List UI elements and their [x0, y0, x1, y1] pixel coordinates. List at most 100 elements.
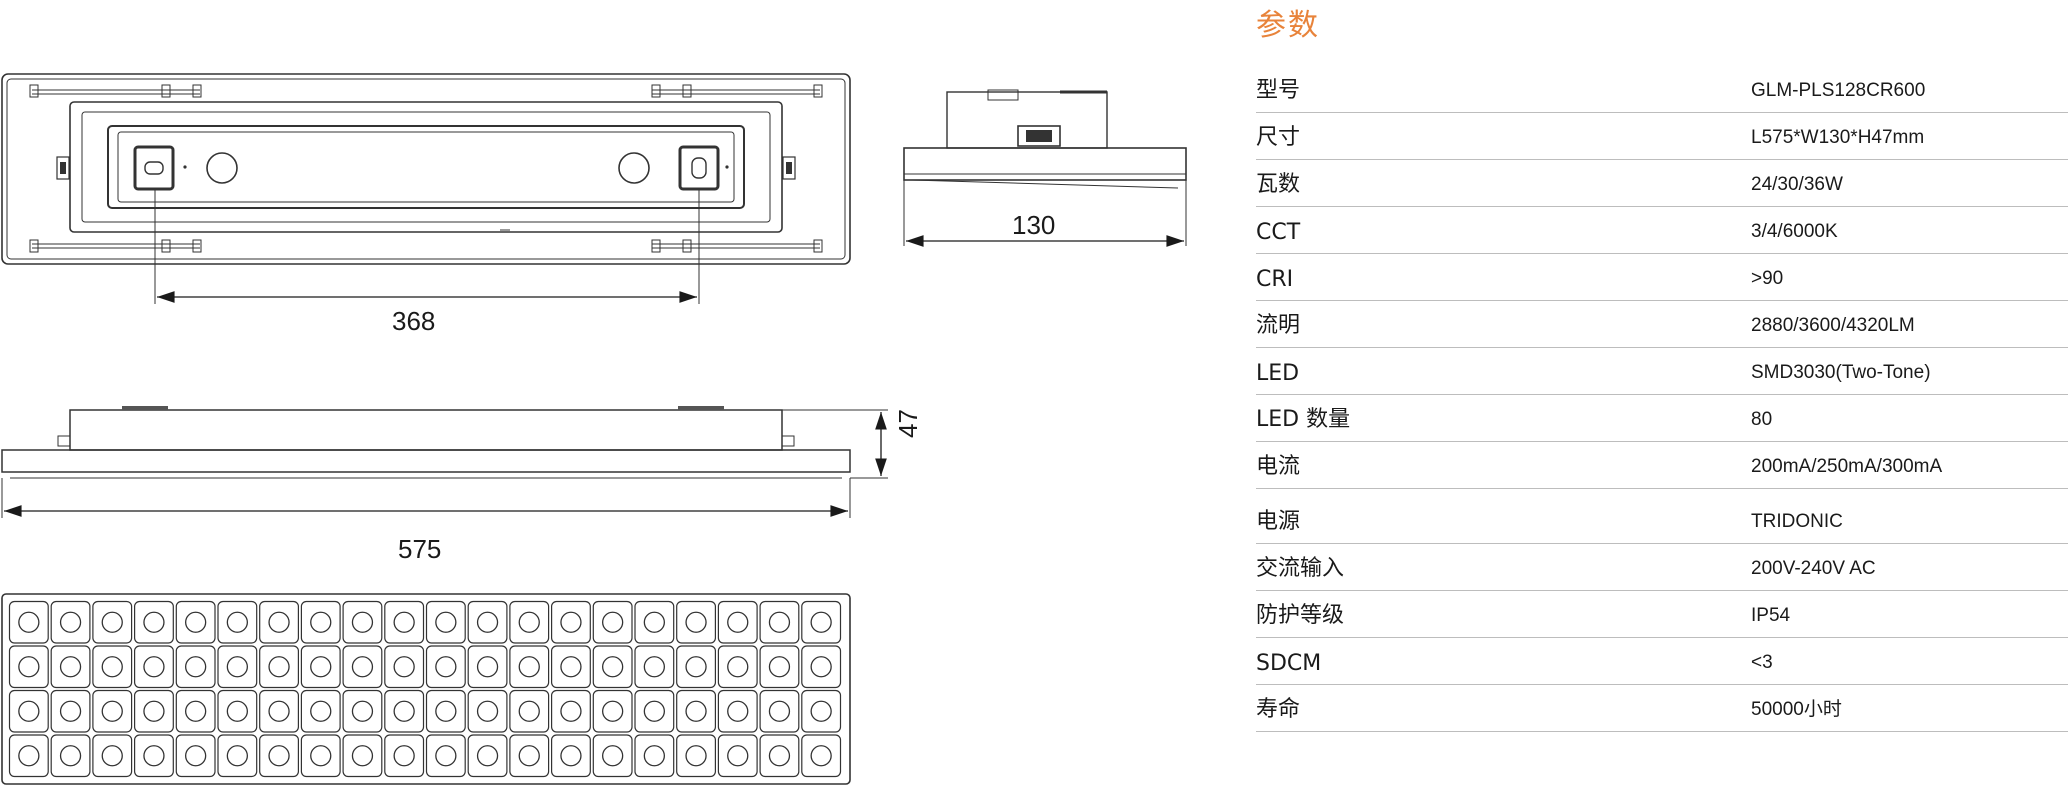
spec-label: 流明	[1256, 313, 1301, 338]
led-cell	[717, 689, 758, 733]
led-lens	[18, 700, 40, 722]
led-lens	[393, 700, 415, 722]
led-cell	[384, 645, 425, 689]
led-cell	[217, 734, 258, 778]
dim-label-spacing: 368	[392, 306, 436, 336]
led-lens	[643, 611, 665, 633]
led-cell	[759, 734, 800, 778]
spec-value: 50000小时	[1751, 699, 1842, 720]
led-lens	[810, 700, 832, 722]
led-cell	[801, 734, 842, 778]
led-lens	[18, 656, 40, 678]
led-lens	[18, 745, 40, 767]
led-lens	[435, 700, 457, 722]
led-cell	[300, 600, 341, 644]
led-lens	[143, 745, 165, 767]
led-lens	[226, 611, 249, 633]
led-lens	[393, 656, 415, 678]
led-lens	[602, 745, 624, 767]
spec-label: 电流	[1256, 454, 1301, 479]
led-lens	[476, 700, 499, 722]
led-cell	[676, 689, 717, 733]
led-cell	[8, 645, 49, 689]
led-lens	[184, 656, 207, 678]
led-lens	[310, 745, 332, 767]
led-cell	[425, 645, 466, 689]
led-lens	[560, 611, 582, 633]
led-cell	[592, 689, 633, 733]
led-lens	[560, 656, 582, 678]
led-lens	[226, 745, 249, 767]
led-lens	[768, 700, 791, 722]
led-cell	[550, 689, 591, 733]
led-bottom-view	[1, 593, 851, 785]
led-cell	[134, 600, 174, 644]
dim-label-height: 47	[893, 409, 923, 438]
led-lens	[393, 611, 415, 633]
led-cell	[634, 734, 675, 778]
led-lens	[685, 700, 707, 722]
led-lens	[685, 745, 707, 767]
spec-label: 寿命	[1256, 697, 1301, 722]
led-cell	[550, 600, 591, 644]
led-cell	[134, 645, 174, 689]
led-cell	[175, 734, 216, 778]
spec-value: 3/4/6000K	[1751, 221, 1838, 242]
led-cell	[384, 600, 425, 644]
led-cell	[634, 600, 675, 644]
led-cell	[384, 734, 425, 778]
led-lens	[101, 700, 123, 722]
led-cell	[676, 734, 717, 778]
led-cell	[592, 645, 633, 689]
led-cell	[509, 600, 550, 644]
led-lens	[18, 611, 40, 633]
led-cell	[592, 734, 633, 778]
spec-value: 80	[1751, 409, 1773, 430]
led-lens	[560, 745, 582, 767]
led-lens	[476, 745, 499, 767]
led-cell	[717, 645, 758, 689]
led-lens	[810, 611, 832, 633]
spec-value: 200V-240V AC	[1751, 558, 1876, 579]
led-lens	[727, 745, 749, 767]
spec-label: CRI	[1256, 267, 1294, 292]
led-lens	[476, 656, 499, 678]
led-lens	[101, 656, 123, 678]
spec-label: LED	[1256, 361, 1300, 386]
spec-row: LED SMD3030(Two-Tone)	[1256, 348, 2068, 395]
led-cell	[300, 689, 341, 733]
led-cell	[175, 645, 216, 689]
led-lens	[184, 700, 207, 722]
spec-value: SMD3030(Two-Tone)	[1751, 362, 1931, 383]
led-lens	[310, 700, 332, 722]
spec-row: 流明 2880/3600/4320LM	[1256, 301, 2068, 348]
led-lens	[518, 656, 540, 678]
led-lens	[268, 656, 290, 678]
led-cell	[759, 689, 800, 733]
led-cell	[134, 689, 174, 733]
spec-value: TRIDONIC	[1751, 511, 1843, 532]
spec-row: SDCM<3	[1256, 638, 2068, 685]
led-cell	[759, 645, 800, 689]
led-cell	[801, 689, 842, 733]
led-lens	[351, 611, 374, 633]
spec-title: 参数	[1256, 8, 1320, 43]
led-lens	[727, 611, 749, 633]
spec-label: 交流输入	[1256, 556, 1345, 581]
led-lens	[268, 700, 290, 722]
led-lens	[59, 656, 82, 678]
led-cell	[342, 600, 383, 644]
led-lens	[476, 611, 499, 633]
led-lens	[393, 745, 415, 767]
led-cell	[92, 689, 133, 733]
led-cell	[134, 734, 174, 778]
led-cell	[92, 734, 133, 778]
spec-value: 2880/3600/4320LM	[1751, 315, 1915, 336]
spec-value: 24/30/36W	[1751, 174, 1843, 195]
led-cell	[801, 600, 842, 644]
